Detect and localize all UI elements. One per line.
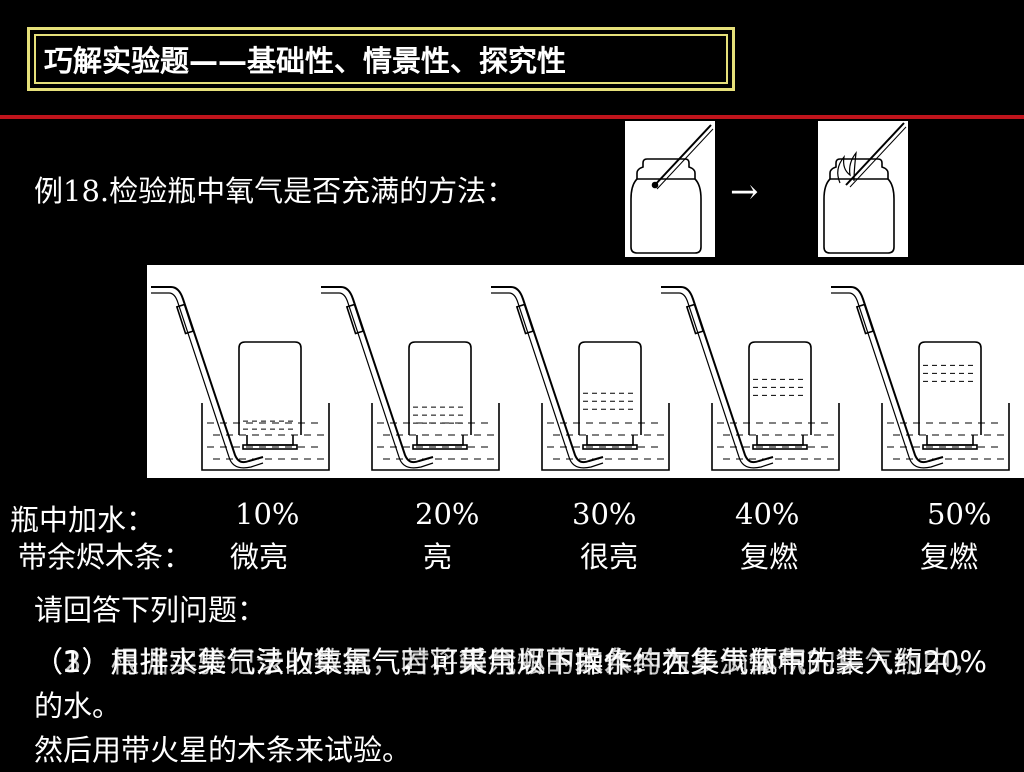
bottle-before-illustration [625,121,715,257]
collection-stage [151,286,330,471]
water-ratio-label: 瓶中加水： [10,503,156,537]
water-ratio-value: 10% [235,497,300,531]
splint-result-label: 带余烬木条： [18,540,193,574]
collection-stage [321,286,500,471]
answer-layer: 然后用带火星的木条来试验。 [34,733,412,767]
example-prompt: 例18.检验瓶中氧气是否充满的方法： [34,174,516,208]
splint-result-value: 复燃 [920,540,979,574]
answer-layer: （3）用排水集气法收集氧气时，集气瓶中的水约为多少体积？ [34,645,836,679]
slide-title: 巧解实验题——基础性、情景性、探究性 [34,34,728,84]
water-ratio-value: 50% [927,497,992,531]
splint-result-value: 复燃 [740,540,799,574]
splint-result-value: 微亮 [230,540,289,574]
divider-line [0,115,1024,119]
question-prompt: 请回答下列问题： [34,593,267,627]
water-displacement-illustration [147,265,1024,478]
water-ratio-value: 30% [572,497,637,531]
splint-result-value: 很亮 [580,540,639,574]
splint-result-value: 亮 [423,540,453,574]
title-frame: 巧解实验题——基础性、情景性、探究性 [27,27,735,91]
answer-layer: （1）用排水集气法收集氧气，可采用以下操作：在集气瓶中先装入约20%的水。 [34,645,987,723]
collection-stage [831,286,1010,471]
water-ratio-value: 20% [415,497,480,531]
water-ratio-row: 瓶中加水： 10% 20% 30% 40% 50% [0,497,1024,537]
bottle-after-illustration [818,121,908,257]
collection-stage [661,286,840,471]
collection-stage [491,286,670,471]
arrow-icon: → [730,172,759,212]
water-ratio-value: 40% [735,497,800,531]
answer-layer: （2）根据实验记录的数据，若将带余烬的木条伸入集满氧气的集气瓶中， [34,645,981,679]
splint-result-row: 带余烬木条： 微亮 亮 很亮 复燃 复燃 [0,534,1024,574]
